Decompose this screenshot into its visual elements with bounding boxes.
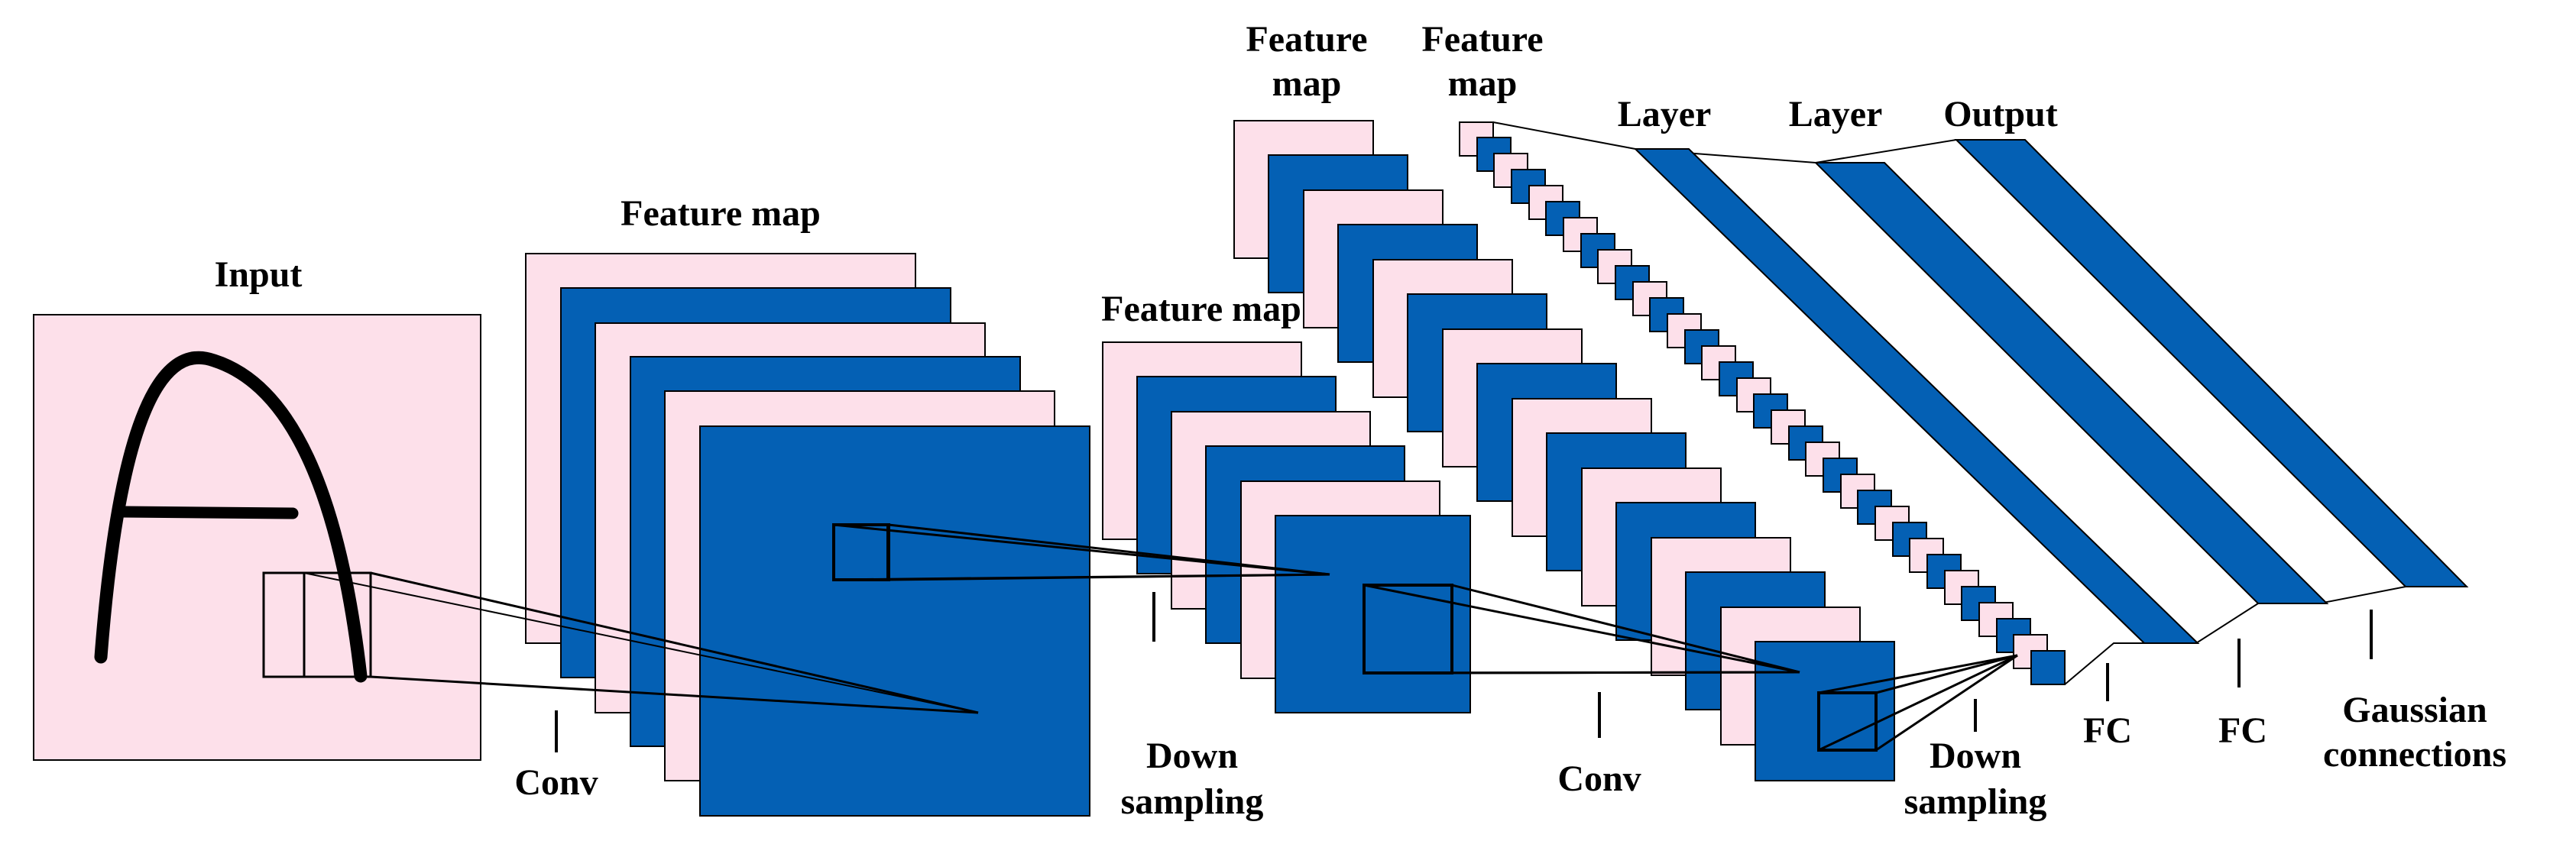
- label-feature-map-3-line2: map: [1272, 63, 1342, 104]
- label-gaussian-line2: connections: [2323, 734, 2506, 775]
- fully-connected-layers: [1492, 121, 2469, 685]
- label-layer-1: Layer: [1618, 94, 1712, 134]
- label-feature-map-3-line1: Feature: [1246, 19, 1367, 60]
- fc-layer-2: [1813, 162, 2329, 604]
- label-feature-map-1: Feature map: [621, 193, 821, 234]
- feature-map-stack-1: [525, 253, 1090, 817]
- label-conv-2: Conv: [1557, 759, 1641, 799]
- label-down-sampling-2-line1: Down: [1930, 736, 2021, 776]
- input-letter-a-crossbar: [118, 506, 299, 519]
- feature-map-1-layer: [699, 425, 1090, 817]
- stage-tick-marks: [555, 592, 2373, 752]
- label-input: Input: [215, 254, 303, 295]
- feature-map-stack-2: [1102, 341, 1471, 713]
- label-down-sampling-1-line1: Down: [1146, 736, 1238, 776]
- label-fc-1: FC: [2083, 710, 2132, 751]
- label-gaussian-line1: Gaussian: [2342, 690, 2487, 730]
- projection-lines-3: [1363, 584, 1800, 674]
- labels: Input Feature map Feature map Feature ma…: [215, 19, 2506, 822]
- label-layer-2: Layer: [1789, 94, 1883, 134]
- label-feature-map-4-line2: map: [1448, 63, 1518, 104]
- projection-lines-1: [303, 571, 979, 714]
- feature-map-stack-3: [1233, 120, 1895, 781]
- fc-layer-1: [1633, 148, 2200, 644]
- projection-lines-4: [1818, 654, 2018, 752]
- input-letter-a-stroke: [94, 351, 368, 683]
- label-conv-1: Conv: [514, 762, 598, 803]
- label-feature-map-4-line1: Feature: [1421, 19, 1543, 60]
- label-output: Output: [1943, 94, 2057, 134]
- input-block: [33, 314, 481, 761]
- feature-map-stack-4: [1459, 121, 2066, 685]
- label-fc-2: FC: [2218, 710, 2267, 751]
- label-down-sampling-2-line2: sampling: [1904, 781, 2047, 822]
- output-layer: [1954, 139, 2469, 587]
- projection-lines-2: [833, 523, 1330, 581]
- label-feature-map-2: Feature map: [1101, 289, 1301, 329]
- label-down-sampling-1-line2: sampling: [1121, 781, 1264, 822]
